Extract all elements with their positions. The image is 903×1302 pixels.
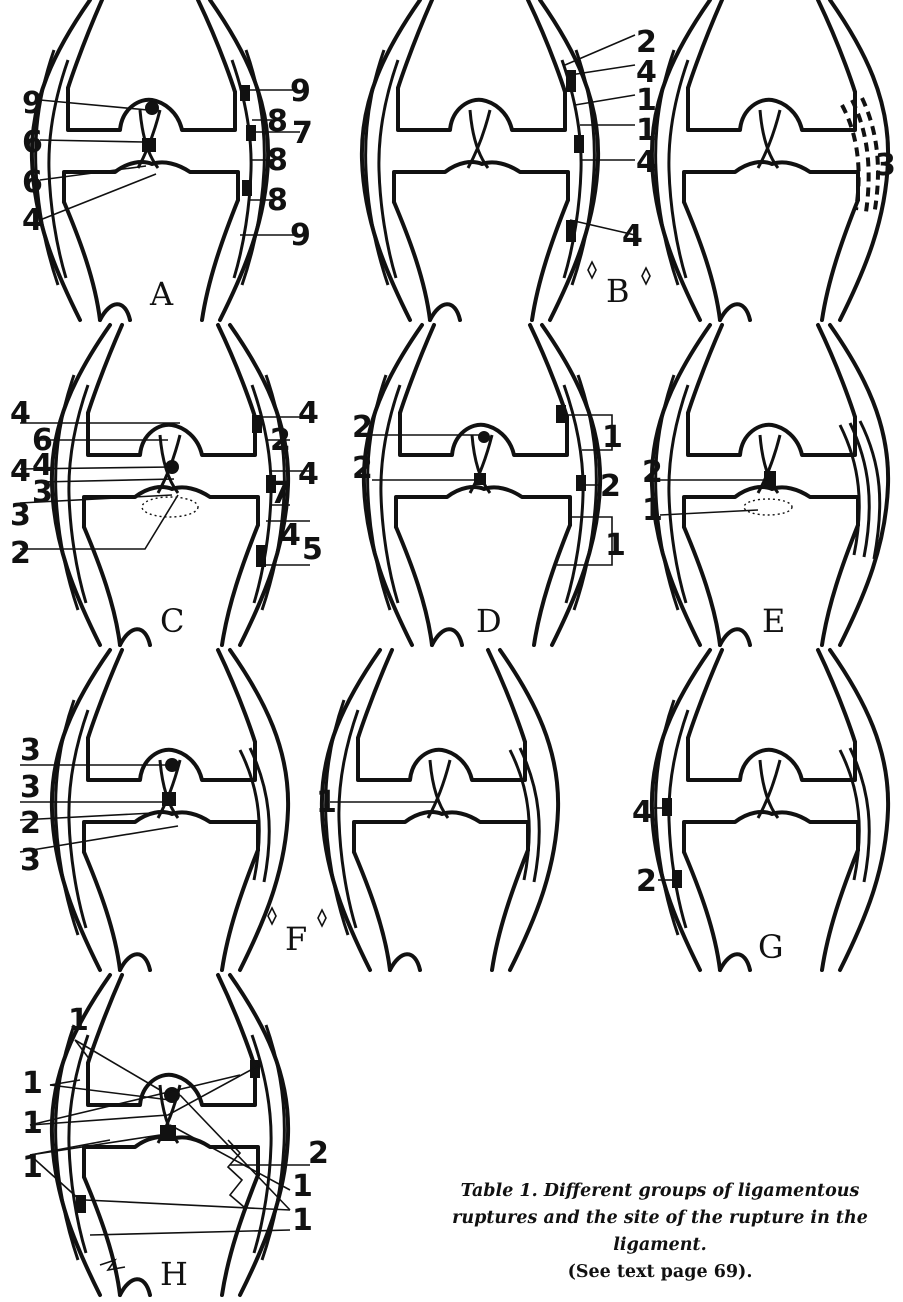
- label-a-8: 8: [267, 104, 288, 139]
- label-d-2: 2: [600, 469, 621, 504]
- label-d-2: 2: [352, 410, 373, 445]
- label-f-3: 3: [20, 843, 41, 878]
- label-h-1: 1: [22, 1066, 43, 1101]
- label-h-1: 1: [68, 1003, 89, 1038]
- panel-letter-h: H: [160, 1255, 188, 1293]
- caption-text: Table 1. Different groups of ligamentous…: [452, 1181, 868, 1255]
- label-c-3: 3: [32, 475, 53, 510]
- panel-letter-c: C: [160, 602, 184, 640]
- label-g-2: 2: [636, 864, 657, 899]
- label-a-7: 7: [292, 116, 313, 151]
- label-c-2: 2: [10, 536, 31, 571]
- panel-h: 1 1 1 1 2 1 1 H: [22, 975, 329, 1295]
- label-f-3: 3: [20, 733, 41, 768]
- label-f-3: 3: [20, 770, 41, 805]
- label-d-1: 1: [602, 420, 623, 455]
- label-h-2: 2: [308, 1136, 329, 1171]
- panel-c: 4 6 4 4 3 3 2 4 2 4 7 4 5 C: [10, 325, 323, 645]
- label-a-6: 6: [22, 125, 43, 160]
- label-h-1: 1: [292, 1203, 313, 1238]
- label-d-2: 2: [352, 451, 373, 486]
- label-f-2: 2: [20, 806, 41, 841]
- panel-b: 2 4 1 1 4 4 3 B: [362, 0, 896, 320]
- label-b-3: 3: [875, 148, 896, 183]
- label-c-4: 4: [298, 457, 319, 492]
- figure-caption: Table 1. Different groups of ligamentous…: [425, 1178, 895, 1286]
- label-c-4: 4: [10, 454, 31, 489]
- panel-letter-e: E: [762, 602, 785, 640]
- label-c-3: 3: [10, 498, 31, 533]
- panel-letter-g: G: [758, 928, 784, 966]
- panel-g: 4 2 G: [632, 650, 888, 970]
- panel-f: 3 3 2 3 1 F: [20, 650, 558, 970]
- panel-a: 9 6 6 4 9 8 7 8 8 9 A: [22, 0, 313, 320]
- label-c-4: 4: [298, 396, 319, 431]
- label-a-6: 6: [22, 165, 43, 200]
- panel-letter-a: A: [149, 275, 174, 313]
- label-c-7: 7: [270, 476, 291, 511]
- label-h-1: 1: [22, 1106, 43, 1141]
- label-h-1: 1: [292, 1169, 313, 1204]
- label-a-8: 8: [267, 183, 288, 218]
- label-h-1: 1: [22, 1150, 43, 1185]
- label-f-1: 1: [316, 785, 337, 820]
- label-e-1: 1: [642, 493, 663, 528]
- label-c-5: 5: [302, 532, 323, 567]
- label-g-4: 4: [632, 795, 653, 830]
- panel-letter-d: D: [476, 602, 502, 640]
- label-a-9: 9: [290, 218, 311, 253]
- label-c-4: 4: [280, 518, 301, 553]
- label-d-1: 1: [605, 528, 626, 563]
- panel-letter-f: F: [285, 920, 307, 958]
- panel-e: 2 1 E: [642, 325, 888, 645]
- label-b-4: 4: [622, 219, 643, 254]
- label-a-9: 9: [290, 74, 311, 109]
- caption-note: (See text page 69).: [425, 1259, 895, 1286]
- label-e-2: 2: [642, 455, 663, 490]
- label-a-4: 4: [22, 203, 43, 238]
- label-a-9: 9: [22, 86, 43, 121]
- label-b-4: 4: [636, 145, 657, 180]
- label-b-1: 1: [636, 113, 657, 148]
- label-a-8: 8: [267, 143, 288, 178]
- label-c-2: 2: [270, 423, 291, 458]
- label-c-4: 4: [10, 396, 31, 431]
- panel-letter-b: B: [606, 272, 630, 310]
- panel-d: 2 2 1 2 1 D: [352, 325, 626, 645]
